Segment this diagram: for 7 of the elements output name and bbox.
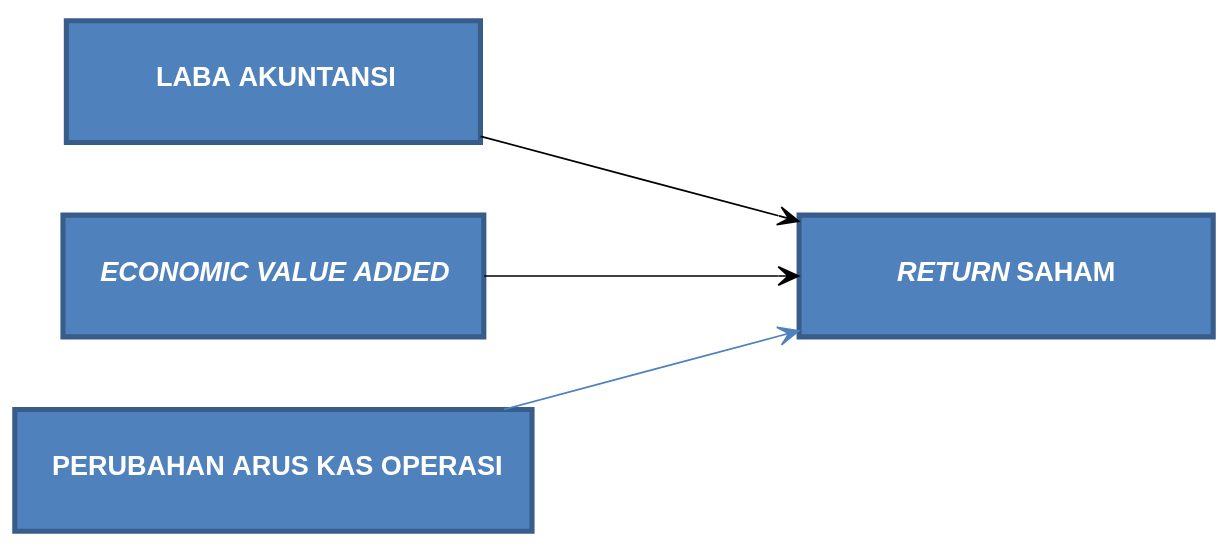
arrow bbox=[479, 135, 800, 226]
node-box: LABA AKUNTANSI bbox=[63, 18, 483, 145]
node-box: PERUBAHAN ARUS KAS OPERASI bbox=[12, 407, 535, 534]
node-box: ECONOMIC VALUE ADDED bbox=[60, 212, 487, 340]
arrow bbox=[503, 326, 800, 411]
node-box: RETURN SAHAM bbox=[796, 212, 1216, 340]
arrow bbox=[483, 266, 800, 286]
